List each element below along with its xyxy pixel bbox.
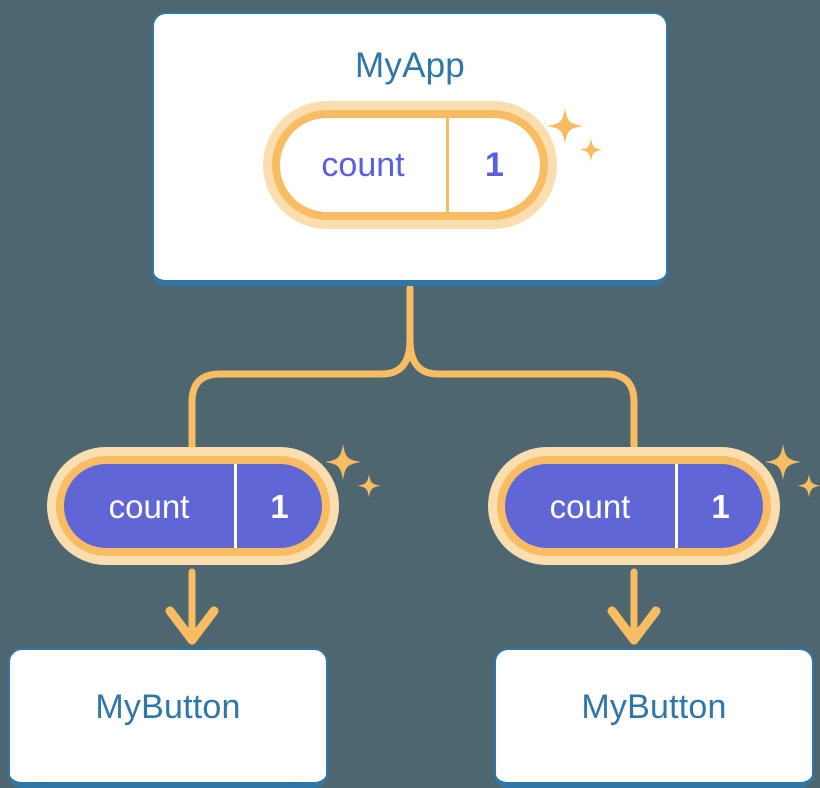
state-value: 1 <box>446 118 540 212</box>
edge-branch-right <box>406 336 638 460</box>
arrow-down-icon-right <box>607 606 661 645</box>
state-badge-child-right[interactable]: count 1 <box>497 456 771 556</box>
edge-branch-left <box>188 336 414 460</box>
sparkle-small-icon <box>357 474 381 498</box>
arrow-down-icon-left <box>165 606 219 645</box>
diagram-canvas: MyApp count 1 count 1 <box>8 12 820 788</box>
sparkle-small-icon <box>797 474 820 498</box>
state-badge-child-left[interactable]: count 1 <box>56 456 330 556</box>
component-label: MyButton <box>95 688 241 726</box>
state-key: count <box>321 146 405 184</box>
state-key: count <box>108 487 190 525</box>
component-label: MyButton <box>581 688 727 726</box>
component-card-mybutton-left[interactable]: MyButton <box>8 648 328 788</box>
state-badge-root[interactable]: count 1 <box>272 110 548 220</box>
page-title: MyApp <box>355 46 465 85</box>
state-key: count <box>549 487 631 525</box>
state-pill[interactable]: count 1 <box>56 456 330 556</box>
state-value: 1 <box>234 464 322 548</box>
component-card-mybutton-right[interactable]: MyButton <box>494 648 814 788</box>
state-pill[interactable]: count 1 <box>497 456 771 556</box>
state-value: 1 <box>675 464 763 548</box>
state-pill[interactable]: count 1 <box>272 110 548 220</box>
sparkle-large-icon <box>325 444 361 480</box>
